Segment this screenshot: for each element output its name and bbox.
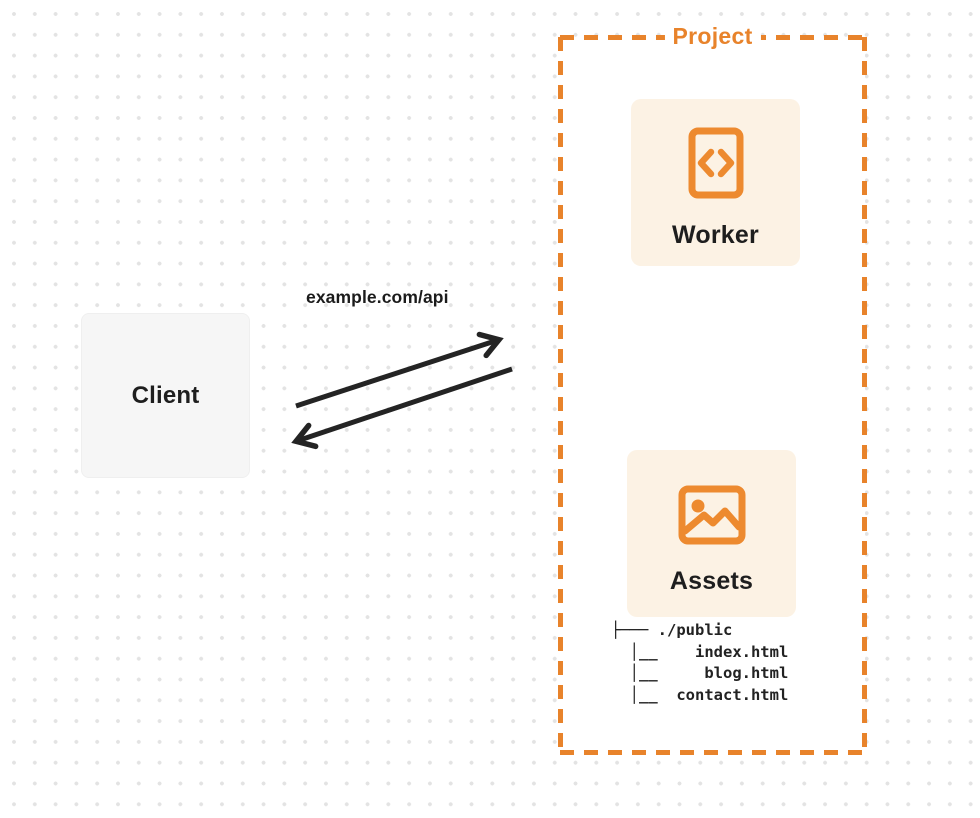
- file-tree: ├─── ./public │__ index.html │__ blog.ht…: [611, 620, 788, 706]
- image-icon: [678, 485, 745, 545]
- project-border-bottom: [560, 750, 865, 755]
- client-node: Client: [81, 313, 250, 478]
- assets-node: Assets: [627, 450, 796, 617]
- code-file-icon: [688, 127, 743, 199]
- file-tree-line: │__ contact.html: [611, 685, 789, 704]
- request-url-label: example.com/api: [306, 287, 449, 307]
- worker-node: Worker: [631, 99, 800, 266]
- project-container: Project Worker Assets ├─── ./public │__ …: [558, 23, 867, 755]
- file-tree-line: ├─── ./public: [611, 621, 733, 639]
- worker-label: Worker: [672, 221, 759, 249]
- file-tree-line: │__ index.html: [611, 642, 789, 661]
- assets-label: Assets: [669, 567, 754, 595]
- file-tree-line: │__ blog.html: [611, 664, 789, 682]
- client-label: Client: [131, 381, 200, 409]
- project-border-right: [862, 37, 867, 753]
- response-arrow: [291, 366, 513, 450]
- project-label: Project: [664, 23, 761, 51]
- project-border-left: [558, 37, 563, 753]
- request-arrow: [295, 331, 504, 409]
